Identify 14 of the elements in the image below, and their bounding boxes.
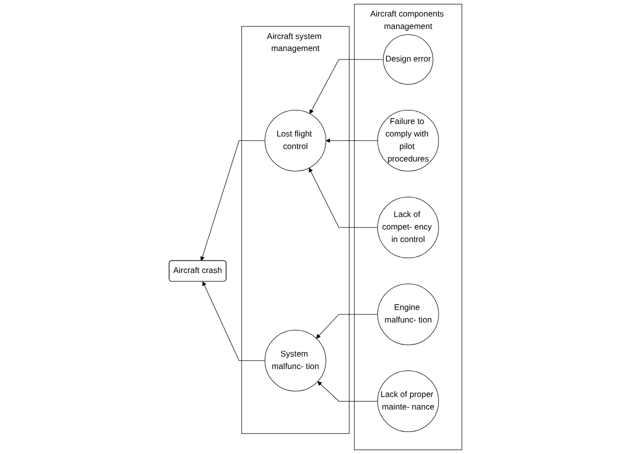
arrow	[316, 314, 378, 339]
node-circle: Lack of proper mainte- nance	[378, 370, 440, 432]
node-circle: Lack of compet- ency in control	[378, 196, 440, 258]
node-circle: System malfunc- tion	[265, 330, 327, 392]
arrow	[202, 281, 266, 361]
node-circle: Engine malfunc- tion	[378, 284, 440, 346]
arrow	[318, 381, 378, 402]
arrow	[309, 168, 378, 228]
node-circle: Lost flight control	[265, 110, 327, 172]
node-circle: Failure to comply with pilot procedures	[378, 110, 440, 172]
arrow	[200, 140, 266, 262]
arrow	[326, 138, 378, 143]
node-circle: Design error	[384, 34, 434, 85]
arrow	[310, 59, 384, 114]
